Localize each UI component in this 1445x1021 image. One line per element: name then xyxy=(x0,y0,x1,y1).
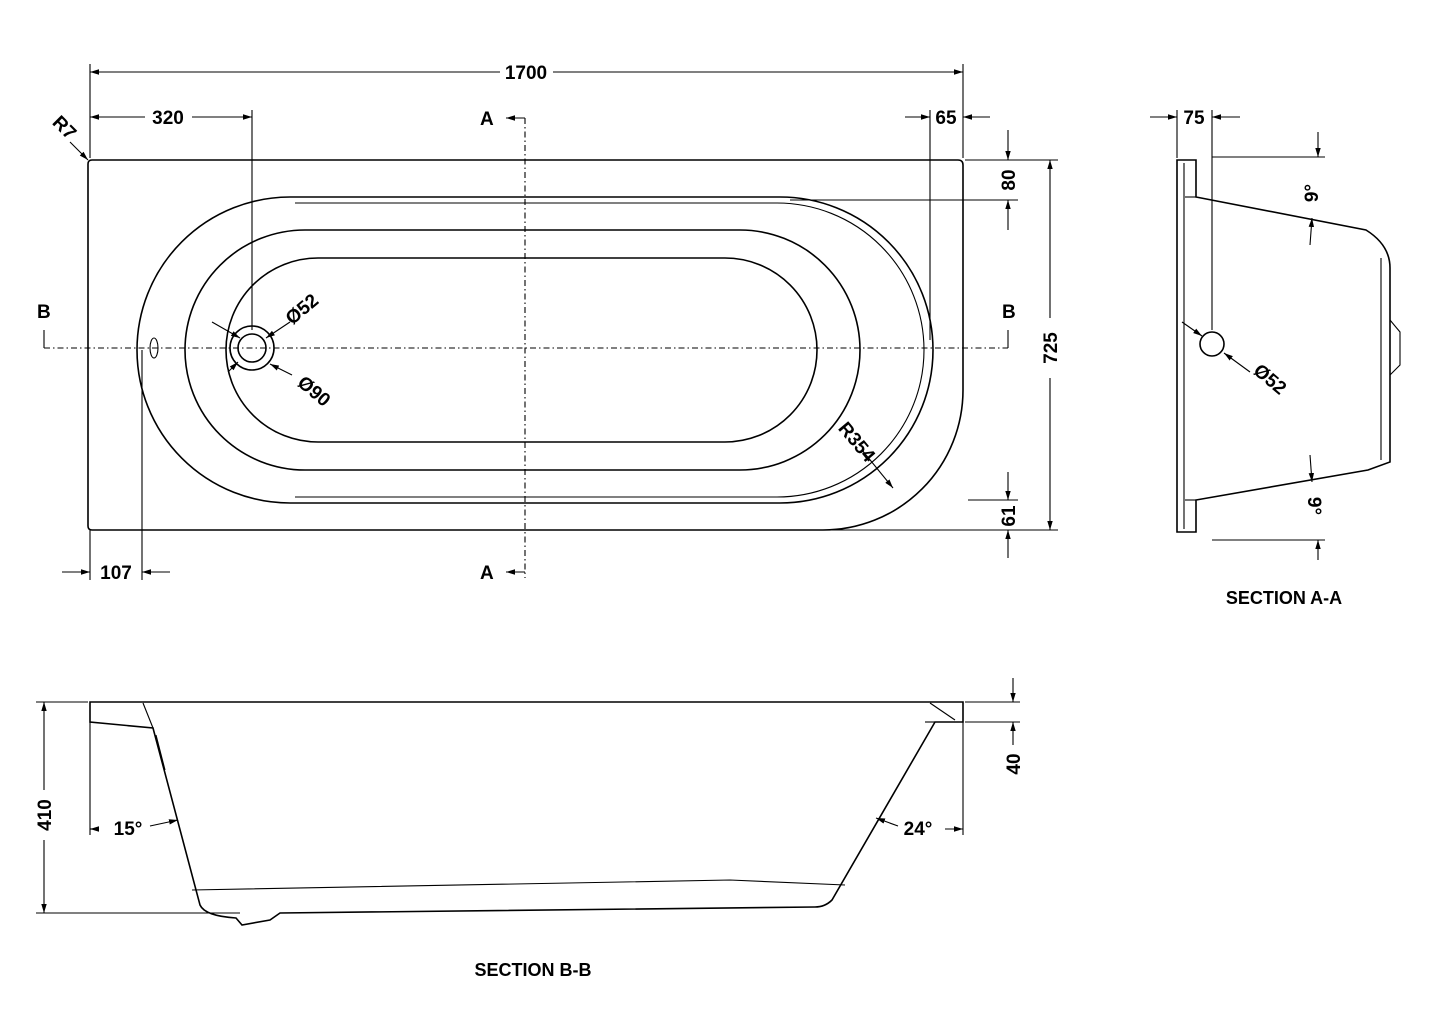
section-bb-dim-height: 410 xyxy=(35,799,56,831)
section-bb-angle-left: 15° xyxy=(114,819,143,840)
dim-top-rim: 80 xyxy=(999,169,1020,190)
section-aa-outer xyxy=(1176,159,1391,533)
section-aa-title: SECTION A-A xyxy=(1226,588,1342,608)
dim-bottom-rim: 61 xyxy=(999,505,1020,527)
plan-inner-step xyxy=(184,229,861,471)
plan-base xyxy=(225,257,818,443)
section-aa-view: 75 9° 9° Ø52 SECTION A-A xyxy=(1150,108,1401,608)
section-a-top-label: A xyxy=(480,109,494,130)
section-b-right-label: B xyxy=(1002,302,1016,323)
dim-width: 725 xyxy=(1041,332,1062,364)
dim-waste-offset: 320 xyxy=(152,108,184,129)
dim-corner-radius: R7 xyxy=(48,112,80,144)
dim-overflow-offset: 107 xyxy=(100,563,132,584)
section-aa-dim-rim: 75 xyxy=(1183,108,1205,129)
section-bb-outer xyxy=(89,701,964,926)
plan-outer-rim xyxy=(87,159,964,531)
dim-length: 1700 xyxy=(505,63,547,84)
section-b-left-label: B xyxy=(37,302,51,323)
dim-end-radius: R354 xyxy=(834,418,880,467)
section-bb-title: SECTION B-B xyxy=(475,960,592,980)
section-aa-waste-hole xyxy=(1199,331,1225,357)
plan-rim-inner-line xyxy=(295,202,925,498)
section-bb-dim-rim: 40 xyxy=(1004,753,1025,774)
plan-view: A A B B 1700 320 R7 65 80 725 xyxy=(37,63,1062,584)
section-aa-angle-top: 9° xyxy=(1302,184,1323,202)
dim-waste-flange: Ø90 xyxy=(293,372,334,411)
section-bb-angle-right: 24° xyxy=(904,819,933,840)
dim-end-deck: 65 xyxy=(935,108,957,129)
section-aa-angle-bottom: 9° xyxy=(1303,497,1324,515)
section-a-bottom-label: A xyxy=(480,563,494,584)
plan-bath-opening xyxy=(136,196,934,504)
section-bb-view: 410 40 15° 24° SECTION B-B xyxy=(35,678,1025,980)
section-aa-dim-hole: Ø52 xyxy=(1249,360,1290,399)
